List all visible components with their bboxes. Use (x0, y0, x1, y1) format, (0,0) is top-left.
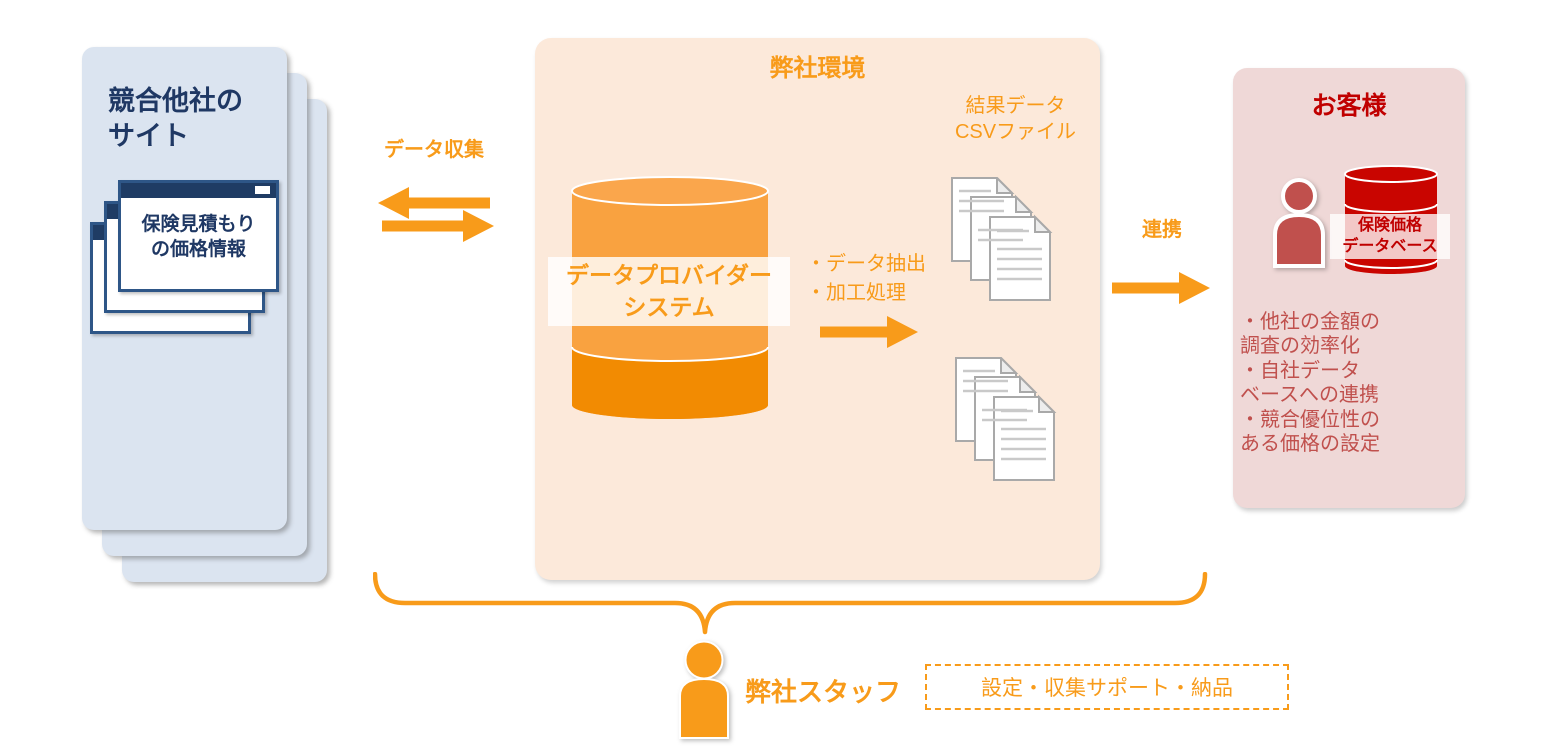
customer-benefits-list: ・他社の金額の 調査の効率化 ・自社データ ベースへの連携 ・競合優位性の ある… (1240, 311, 1380, 455)
staff-label: 弊社スタッフ (745, 677, 902, 707)
link-label: 連携 (1142, 219, 1182, 241)
customer-database-label: 保険価格 データベース (1330, 214, 1450, 259)
provider-database-label: データプロバイダー システム (548, 257, 790, 326)
data-collection-label: データ収集 (384, 139, 484, 161)
customer-person-icon (1273, 178, 1325, 268)
staff-tasks-label: 設定・収集サポート・納品 (981, 677, 1233, 700)
process-steps-label: ・データ抽出 ・加工処理 (806, 253, 926, 304)
browser-window-text: 保険見積もり の価格情報 (141, 214, 256, 261)
curly-brace-icon (373, 572, 1208, 635)
browser-titlebar (121, 183, 276, 198)
arrow-right-icon (1112, 272, 1210, 304)
competitor-title: 競合他社の サイト (108, 86, 243, 152)
browser-window-front-icon: 保険見積もり の価格情報 (118, 180, 279, 292)
staff-tasks-box: 設定・収集サポート・納品 (925, 664, 1289, 710)
document-stack-bottom-icon (955, 357, 1057, 481)
customer-box (1233, 68, 1465, 508)
company-environment-title: 弊社環境 (769, 55, 866, 82)
csv-files-label: 結果データ CSVファイル (954, 95, 1077, 143)
staff-person-icon (679, 640, 729, 739)
arrow-right-icon (382, 210, 494, 242)
document-stack-top-icon (951, 177, 1053, 301)
arrow-left-icon (378, 187, 490, 219)
customer-title: お客様 (1311, 92, 1387, 120)
browser-minimize-button-icon (255, 186, 270, 194)
arrow-right-icon (820, 316, 918, 348)
